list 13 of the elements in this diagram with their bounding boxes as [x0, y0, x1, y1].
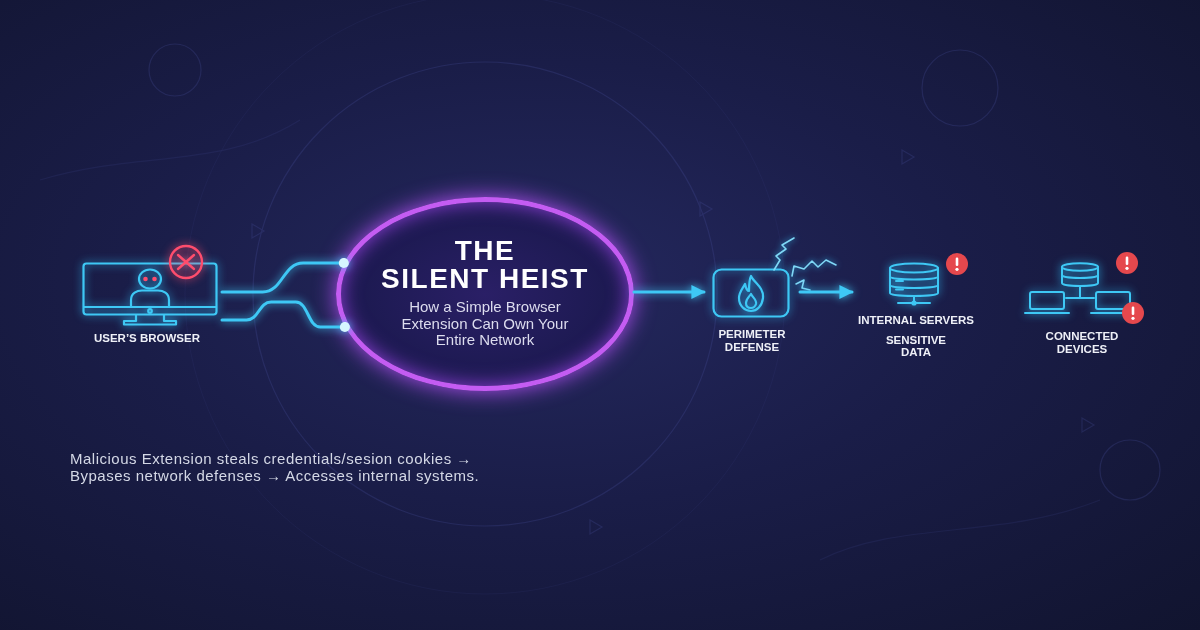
- node-label: CONNECTED DEVICES: [1044, 330, 1120, 356]
- arrow: [632, 285, 706, 299]
- node-sublabel: SENSITIVE DATA: [884, 333, 948, 359]
- node-label: INTERNAL SERVERS: [858, 314, 974, 327]
- connector-line: [220, 300, 350, 333]
- arrow: [798, 285, 854, 299]
- hub-subtitle: How a Simple Browser Extension Can Own Your Entire Network: [400, 299, 570, 349]
- hub-circle: [336, 197, 634, 391]
- node-label: PERIMETER DEFENSE: [717, 328, 787, 354]
- connector-line: [220, 257, 349, 294]
- node-label: USER’S BROWSER: [93, 332, 201, 346]
- hub-title: THE SILENT HEIST: [381, 237, 589, 294]
- description-note: Malicious Extension steals credentials/sesion cookies → Bypases network defenses → Accesses internal systems.: [70, 450, 481, 485]
